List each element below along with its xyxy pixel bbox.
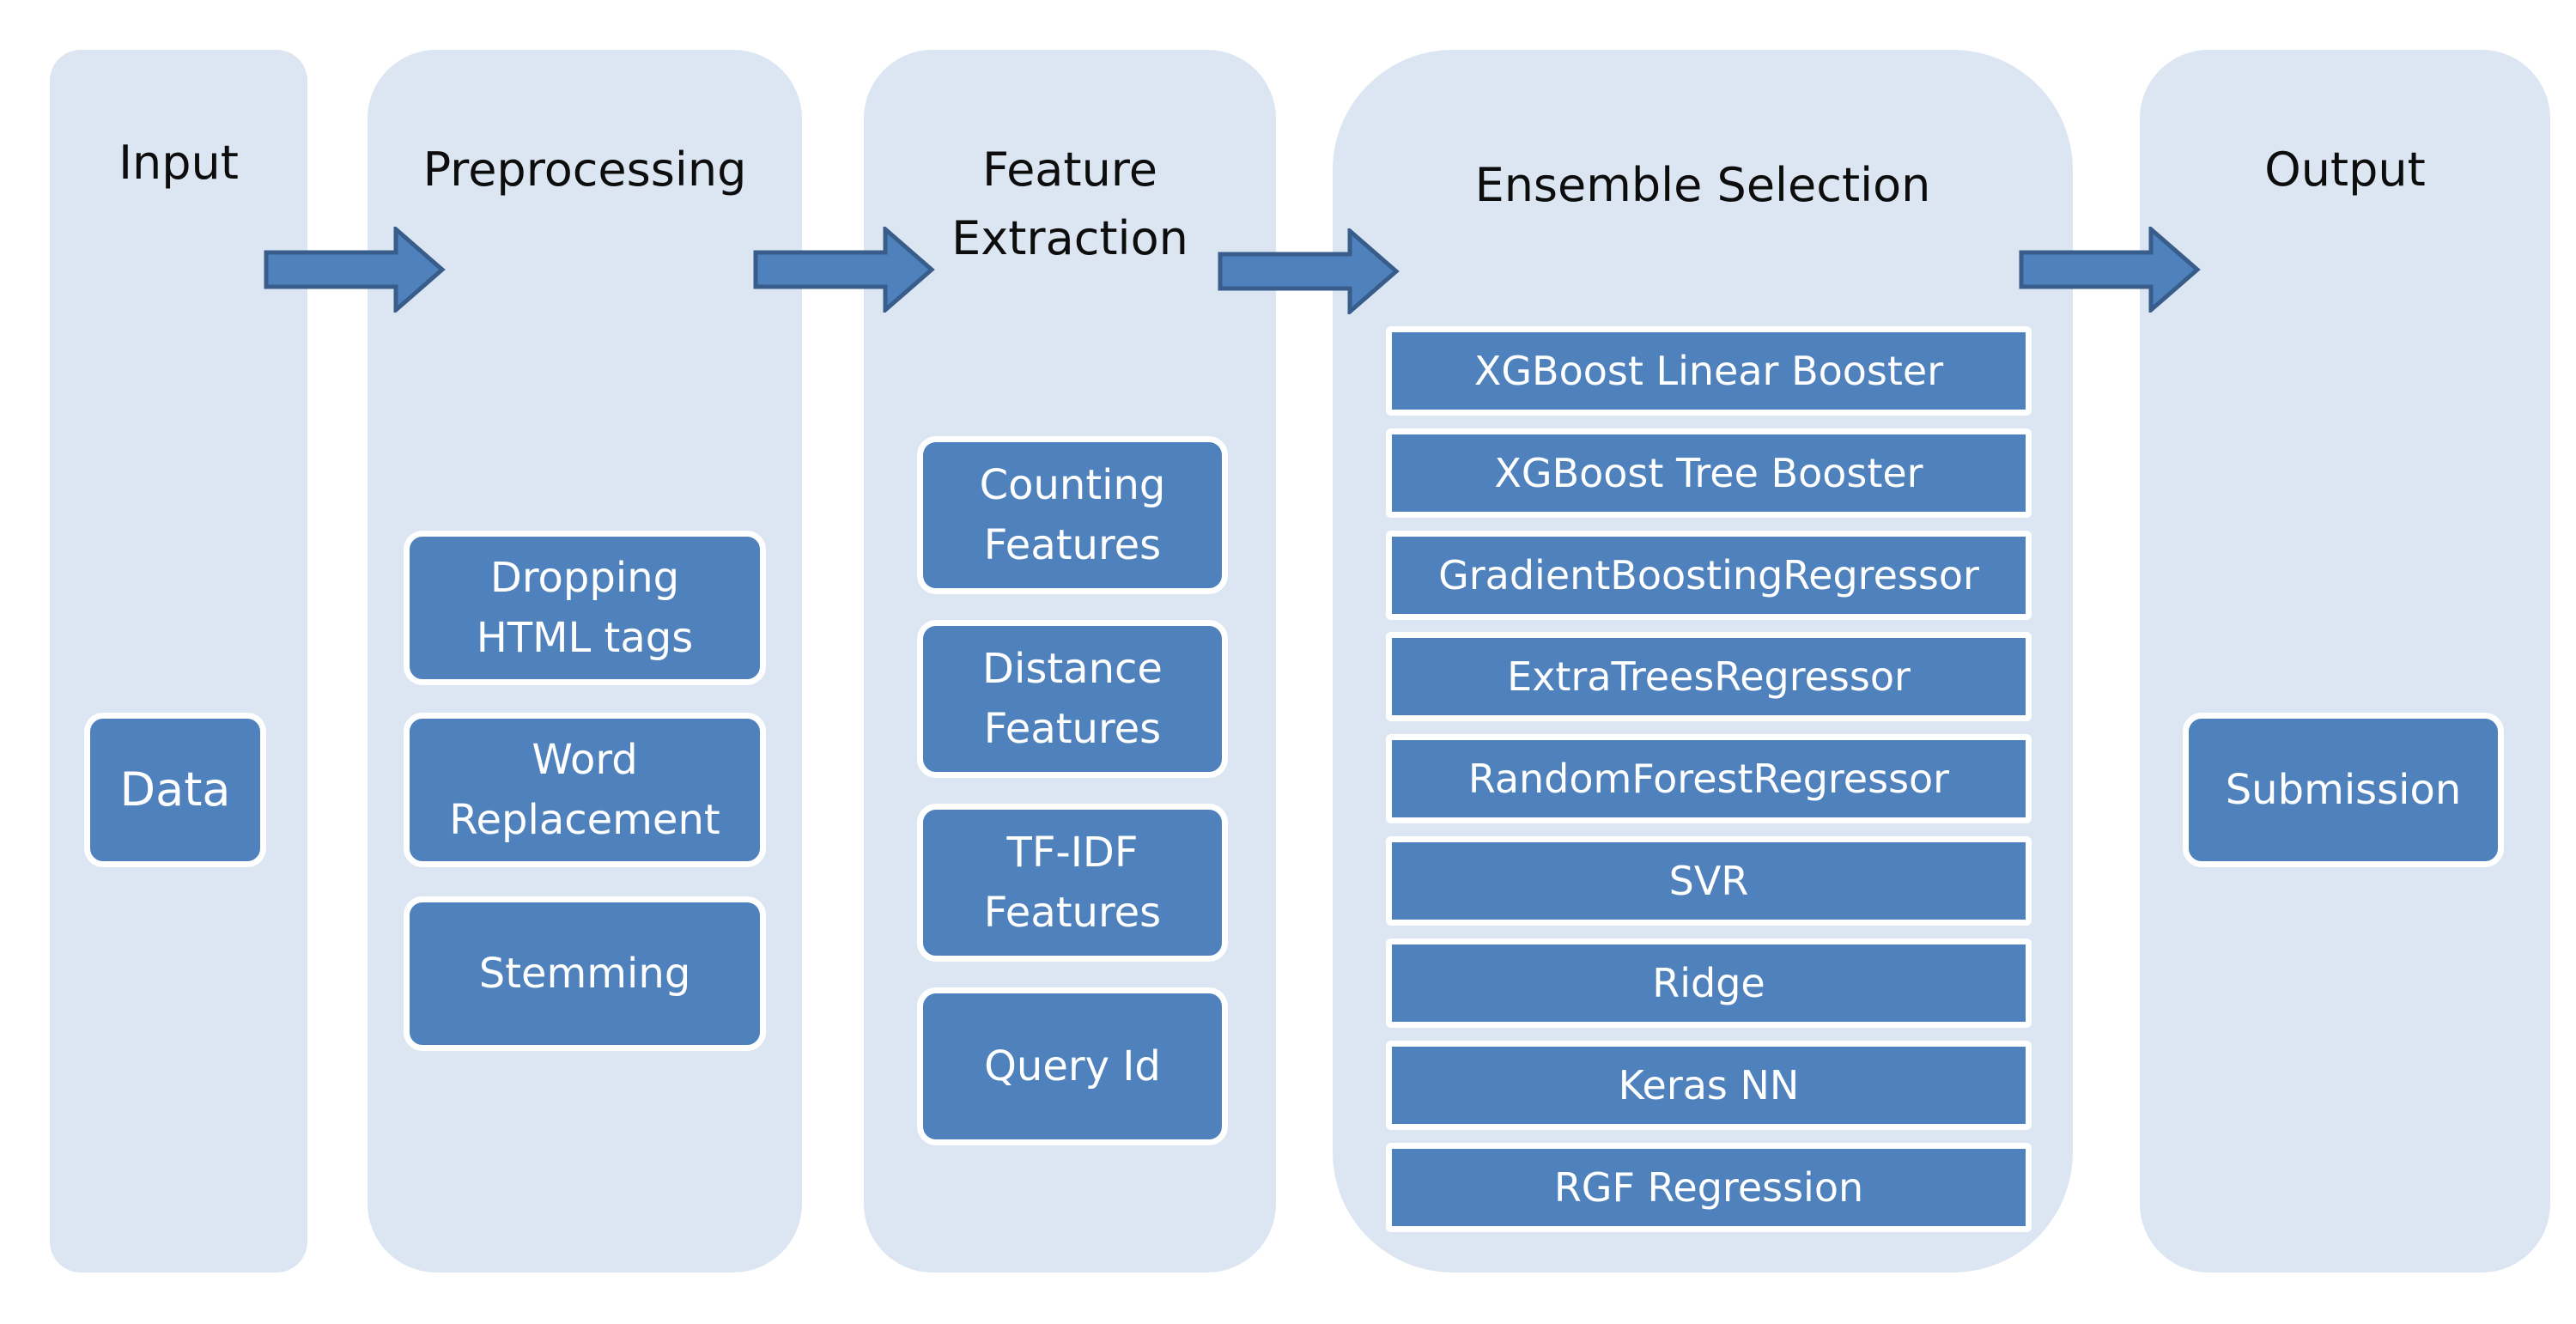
random-forest-regressor-box: RandomForestRegressor — [1386, 734, 2032, 823]
stemming-box: Stemming — [404, 896, 766, 1051]
tf-idf-features-box: TF-IDF Features — [917, 804, 1228, 962]
query-id-box: Query Id — [917, 987, 1228, 1145]
preprocessing-title: Preprocessing — [422, 143, 747, 197]
rgf-regression-box: RGF Regression — [1386, 1143, 2032, 1232]
arrow-right-icon — [264, 227, 446, 313]
arrow-right-icon — [753, 227, 935, 313]
counting-features-box: Counting Features — [917, 436, 1228, 594]
svr-box: SVR — [1386, 836, 2032, 926]
xgboost-linear-booster-box: XGBoost Linear Booster — [1386, 326, 2032, 416]
dropping-html-tags-box: Dropping HTML tags — [404, 531, 766, 685]
feature-extraction-title: Feature Extraction — [951, 143, 1188, 265]
word-replacement-box: Word Replacement — [404, 713, 766, 867]
ridge-box: Ridge — [1386, 938, 2032, 1028]
xgboost-tree-booster-box: XGBoost Tree Booster — [1386, 428, 2032, 518]
gradient-boosting-regressor-box: GradientBoostingRegressor — [1386, 531, 2032, 620]
input-title: Input — [118, 136, 239, 190]
distance-features-box: Distance Features — [917, 620, 1228, 778]
output-column: Output — [2140, 50, 2550, 1272]
ensemble-selection-title: Ensemble Selection — [1474, 158, 1931, 212]
data-box: Data — [84, 713, 266, 867]
arrow-right-icon — [1218, 228, 1400, 314]
output-title: Output — [2264, 143, 2426, 197]
extra-trees-regressor-box: ExtraTreesRegressor — [1386, 632, 2032, 721]
submission-box: Submission — [2183, 713, 2504, 867]
keras-nn-box: Keras NN — [1386, 1041, 2032, 1130]
arrow-right-icon — [2019, 227, 2201, 313]
